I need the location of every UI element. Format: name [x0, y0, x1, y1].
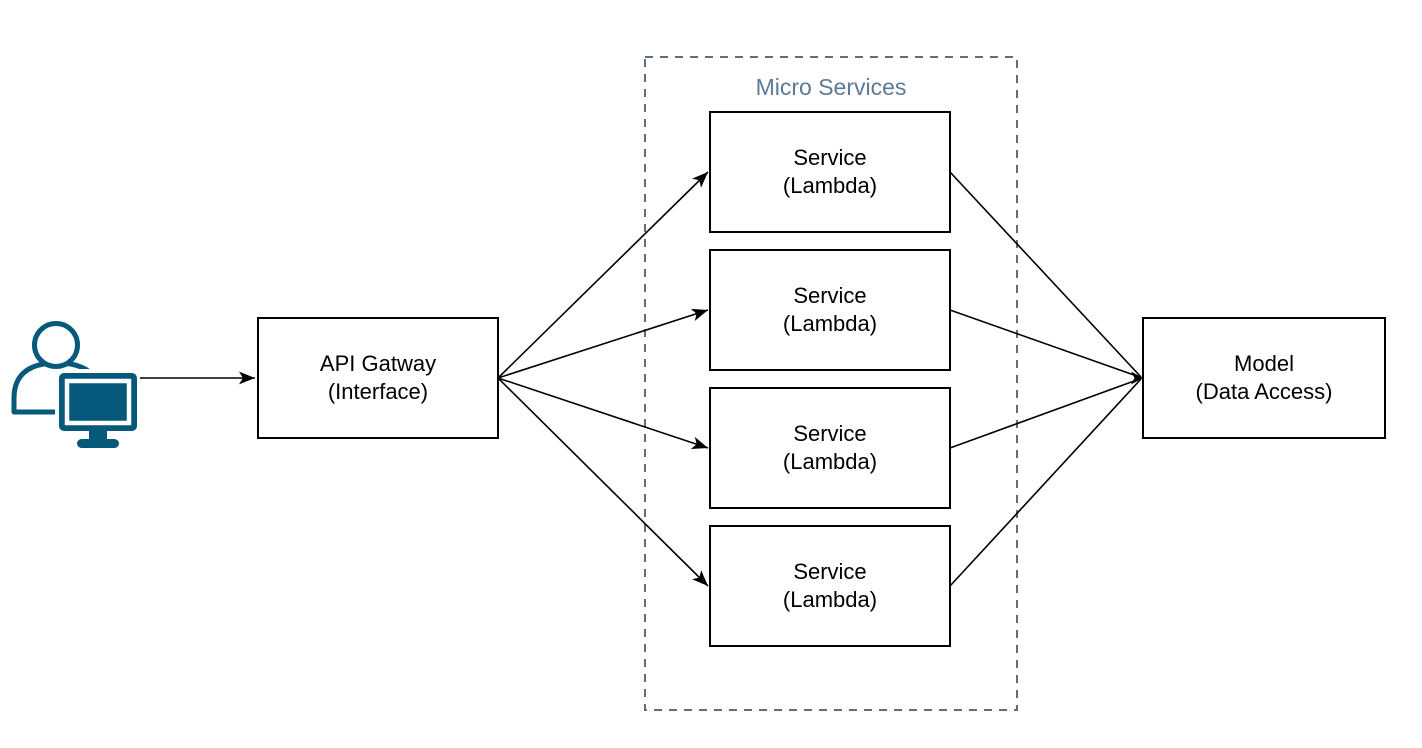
node-service-4: Service (Lambda) — [709, 525, 951, 647]
model-label-line2: (Data Access) — [1196, 379, 1333, 404]
api-gateway-label-line2: (Interface) — [328, 379, 428, 404]
service-1-label-line1: Service — [793, 145, 866, 170]
arrow-gateway-to-service-2 — [497, 308, 709, 379]
service-4-box — [709, 525, 951, 647]
node-api-gateway: API Gatway (Interface) — [257, 317, 499, 439]
service-4-label-line1: Service — [793, 559, 866, 584]
line-service-1-to-model — [949, 171, 1142, 378]
service-1-label-line2: (Lambda) — [783, 173, 877, 198]
arrowhead-services-to-model — [1131, 371, 1143, 385]
service-4-label-line2: (Lambda) — [783, 587, 877, 612]
arrows-gateway-to-services — [497, 171, 709, 587]
node-service-2: Service (Lambda) — [709, 249, 951, 371]
microservices-container-box — [644, 56, 1018, 711]
user-head — [32, 321, 80, 369]
service-3-label-line2: (Lambda) — [783, 449, 877, 474]
microservices-container-label: Micro Services — [756, 74, 907, 100]
service-2-label-line1: Service — [793, 283, 866, 308]
node-service-1: Service (Lambda) — [709, 111, 951, 233]
model-label-line1: Model — [1234, 351, 1294, 376]
service-2-box — [709, 249, 951, 371]
model-box — [1142, 317, 1386, 439]
user-with-computer-icon — [11, 321, 141, 448]
monitor-stand-base — [77, 439, 119, 448]
microservices-container: Micro Services — [644, 56, 1018, 711]
service-3-box — [709, 387, 951, 509]
node-service-3: Service (Lambda) — [709, 387, 951, 509]
service-1-box — [709, 111, 951, 233]
node-model: Model (Data Access) — [1142, 317, 1386, 439]
arrow-gateway-to-service-4 — [497, 377, 709, 587]
monitor-stand-stem — [89, 431, 107, 440]
arrow-gateway-to-service-3 — [497, 377, 709, 450]
service-3-label-line1: Service — [793, 421, 866, 446]
api-gateway-box — [257, 317, 499, 439]
service-2-label-line2: (Lambda) — [783, 311, 877, 336]
line-service-3-to-model — [949, 377, 1142, 449]
line-service-4-to-model — [949, 378, 1142, 587]
monitor-body — [59, 373, 137, 431]
api-gateway-label-line1: API Gatway — [320, 351, 436, 376]
line-service-2-to-model — [949, 309, 1142, 379]
arrow-gateway-to-service-1 — [497, 171, 709, 379]
monitor-screen-outline — [64, 378, 132, 426]
lines-services-to-model — [949, 171, 1143, 587]
